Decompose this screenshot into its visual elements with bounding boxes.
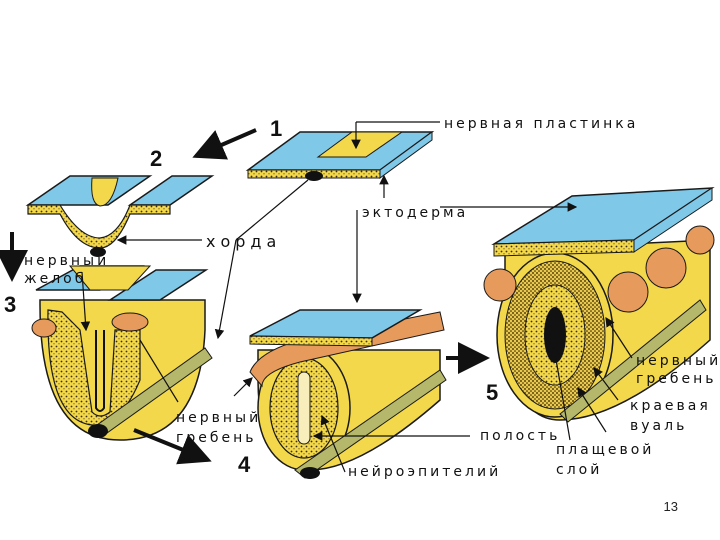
label-neuroepithelium: нейроэпителий — [348, 464, 501, 480]
stage-number-2: 2 — [150, 146, 162, 172]
label-neural-groove: нервный желоб — [24, 252, 109, 288]
notochord-3 — [88, 424, 108, 438]
stage-number-3: 3 — [4, 292, 16, 318]
stage-2-neural-groove — [28, 176, 212, 257]
stage-4-neural-tube — [250, 310, 446, 479]
page-number: 13 — [664, 499, 678, 514]
stage-number-5: 5 — [486, 380, 498, 406]
label-neural-crest-left: нервный гребень — [176, 408, 261, 448]
label-ectoderm: эктодерма — [362, 205, 468, 221]
notochord-4 — [300, 467, 320, 479]
notochord-1 — [305, 171, 323, 181]
label-notochord: хорда — [206, 234, 281, 250]
label-neural-crest-right: нервный гребень — [636, 352, 720, 388]
stage-number-1: 1 — [270, 116, 282, 142]
label-neural-plate: нервная пластинка — [444, 116, 638, 132]
stage-number-4: 4 — [238, 452, 250, 478]
label-cavity: полость — [480, 428, 560, 444]
label-marginal-veil: краевая вуаль — [630, 396, 711, 436]
label-mantle-layer: плащевой слой — [556, 440, 654, 480]
